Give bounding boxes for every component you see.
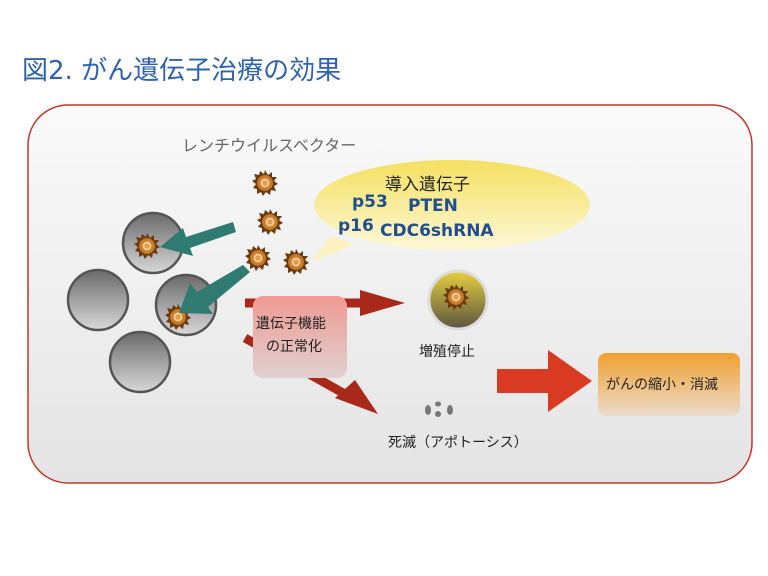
gene-p16: p16 <box>338 216 374 236</box>
teal-arrow-icon <box>160 222 236 256</box>
speech-bubble <box>312 236 355 262</box>
arrow-to-apoptosis <box>335 380 378 414</box>
arrow-to-arrest <box>360 290 405 316</box>
teal-arrow-icon <box>179 265 250 314</box>
gene-cdc6shrna: CDC6shRNA <box>380 221 494 241</box>
result-box <box>598 353 740 416</box>
growth-arrest-label: 増殖停止 <box>419 344 475 360</box>
bubble-heading: 導入遺伝子 <box>385 175 470 195</box>
gene-pten: PTEN <box>408 196 458 216</box>
page-title: 図2. がん遺伝子治療の効果 <box>22 56 342 86</box>
cancer-cell <box>108 330 172 394</box>
big-result-arrow <box>497 350 592 412</box>
normalization-line1: 遺伝子機能 <box>256 316 326 332</box>
apoptotic-bodies-icon <box>425 401 453 417</box>
normalization-line2: の正常化 <box>266 339 322 355</box>
content-frame <box>27 104 753 484</box>
gene-p53: p53 <box>352 192 388 212</box>
apoptosis-label: 死滅（アポトーシス） <box>388 435 528 451</box>
result-label: がんの縮小・消滅 <box>606 377 718 393</box>
normalization-box <box>253 296 347 378</box>
vector-label: レンチウイルスベクター <box>182 136 357 155</box>
cancer-cell <box>66 268 130 332</box>
